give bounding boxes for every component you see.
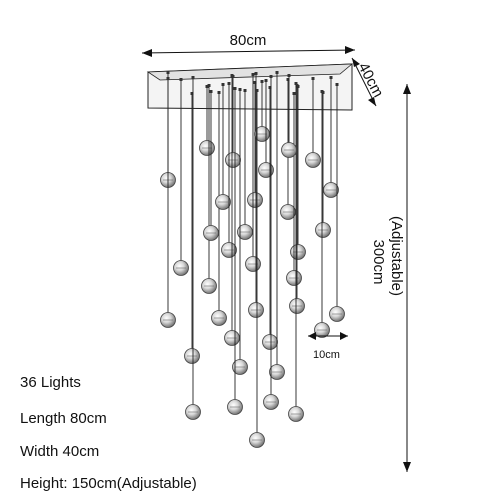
cord-anchor xyxy=(268,86,272,89)
height-label: 300cm xyxy=(370,239,387,284)
cord-anchor xyxy=(253,81,257,84)
cord-anchor xyxy=(335,83,339,86)
pendant-lights xyxy=(160,71,345,448)
cord-anchor xyxy=(320,90,324,93)
cord-anchor xyxy=(286,78,290,81)
cord-anchor xyxy=(295,84,299,87)
spec-lights: 36 Lights xyxy=(20,374,81,391)
height-dimension-arrow xyxy=(403,84,411,472)
cord-anchor xyxy=(329,76,333,79)
spec-height: Height: 150cm(Adjustable) xyxy=(20,475,197,492)
length-label: 80cm xyxy=(230,32,267,49)
cord-anchor xyxy=(179,78,183,81)
cord-anchor xyxy=(190,92,194,95)
height-note: (Adjustable) xyxy=(388,216,405,296)
spec-width: Width 40cm xyxy=(20,443,100,460)
cord-anchor xyxy=(255,89,259,92)
cord-anchor xyxy=(260,80,264,83)
cord-anchor xyxy=(166,77,170,80)
cord-anchor xyxy=(292,92,296,95)
cord-anchor xyxy=(294,82,298,85)
cord-anchor xyxy=(209,90,213,93)
cord-anchor xyxy=(217,91,221,94)
ball-gap-label: 10cm xyxy=(313,349,340,361)
canopy xyxy=(146,63,354,111)
cord-anchor xyxy=(227,82,231,85)
length-dimension-arrow xyxy=(141,46,356,57)
cord-anchor xyxy=(243,89,247,92)
spec-length: Length 80cm xyxy=(20,410,107,427)
cord-anchor xyxy=(254,72,258,75)
cord-anchor xyxy=(191,76,195,79)
cord-anchor xyxy=(275,71,279,74)
ball-gap-marker xyxy=(308,332,348,340)
cord-anchor xyxy=(287,74,291,77)
cord-anchor xyxy=(233,87,237,90)
width-dimension-arrow xyxy=(351,57,377,107)
cord-anchor xyxy=(221,83,225,86)
cord-anchor xyxy=(207,84,211,87)
cord-anchor xyxy=(166,71,170,74)
cord-anchor xyxy=(238,88,242,91)
cord-anchor xyxy=(311,77,315,80)
cord-anchor xyxy=(264,79,268,82)
cord-anchor xyxy=(205,85,209,88)
width-label: 40cm xyxy=(354,60,386,100)
cord-anchor xyxy=(251,73,255,76)
cord-anchor xyxy=(269,75,273,78)
cord-anchor xyxy=(230,74,234,77)
